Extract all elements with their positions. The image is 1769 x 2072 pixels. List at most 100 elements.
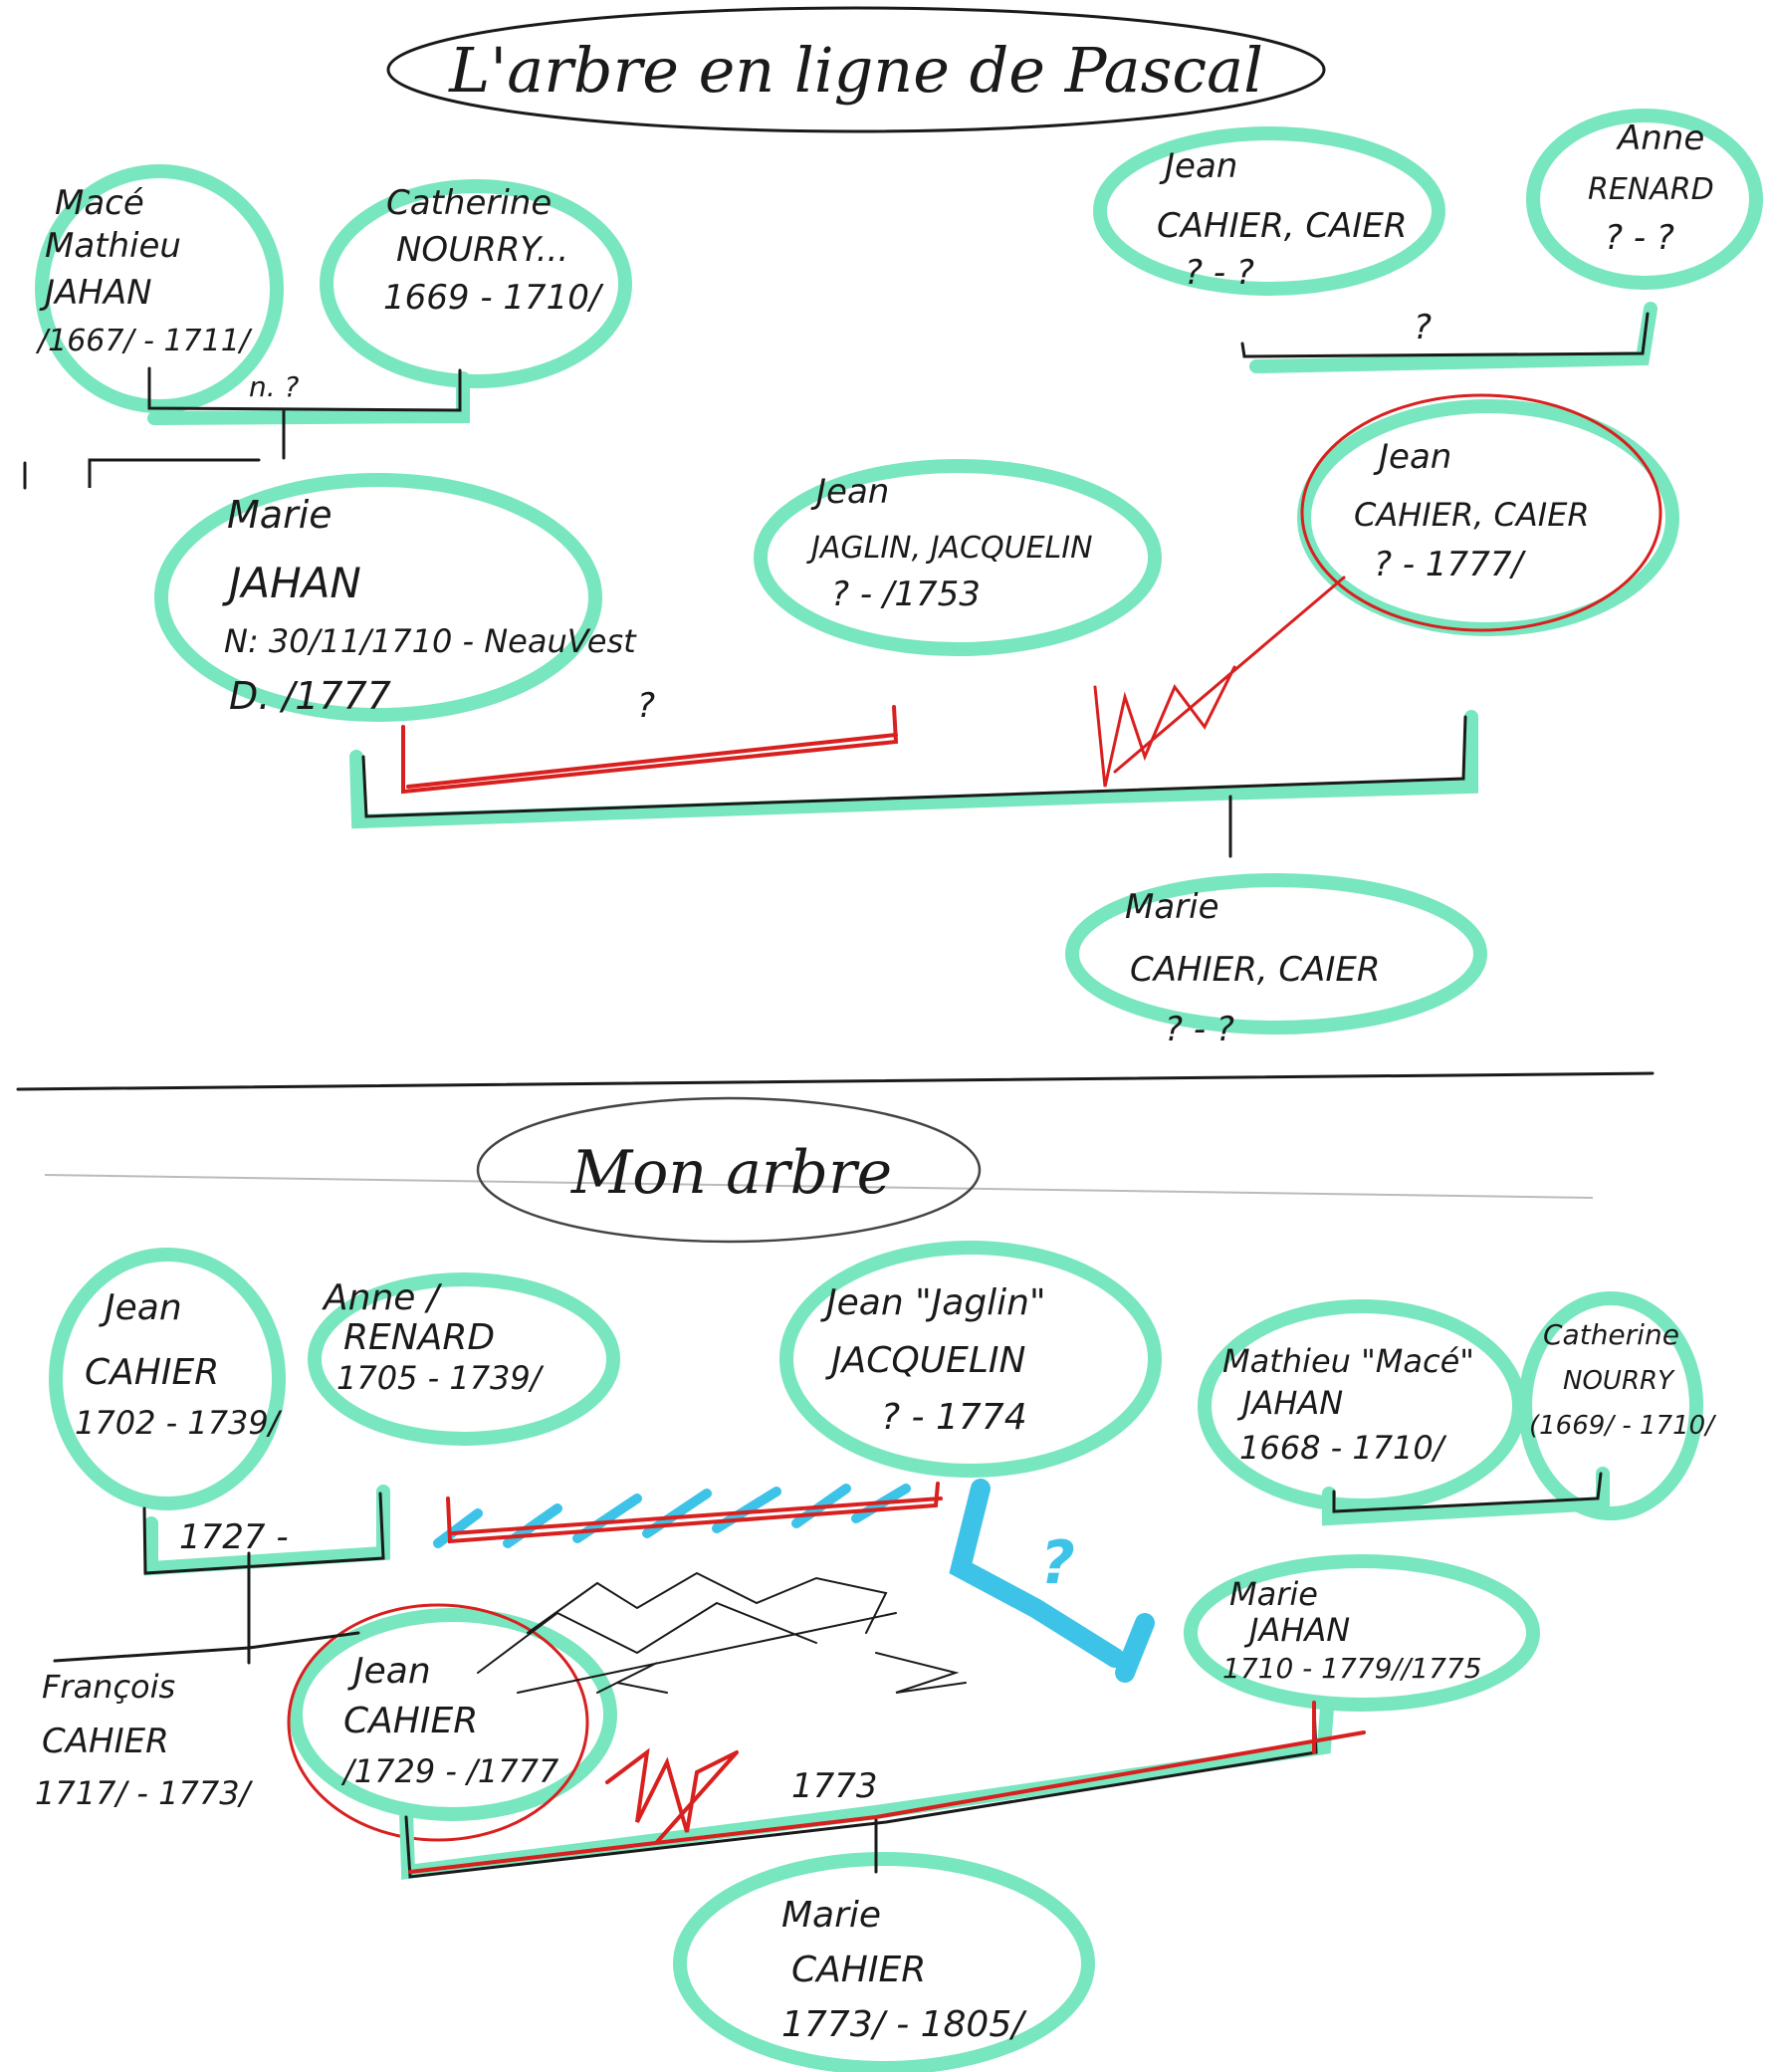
- person-line: 1702 - 1739/: [75, 1404, 283, 1442]
- node-jean-jacquelin: [779, 1241, 1162, 1478]
- section-divider: [16, 1071, 1655, 1091]
- node-marie-cahier-1773: [673, 1852, 1095, 2072]
- union-line-jahan-nourry: [1332, 1472, 1603, 1513]
- red-arrow: [1093, 576, 1346, 788]
- union-bracket-marie-jean: [349, 710, 1478, 829]
- person-line: Macé: [55, 183, 144, 223]
- node-catherine-nourry-1669: [1518, 1291, 1703, 1520]
- union-bracket-jahan-nourry: [147, 371, 470, 425]
- node-jean-cahier-red-ring: [1300, 393, 1662, 632]
- union-label: n. ?: [249, 370, 300, 403]
- person-line: ? - /1753: [831, 575, 981, 614]
- person-line: Catherine: [386, 183, 552, 223]
- person-line: D. /1777: [229, 674, 391, 718]
- person-line: JAHAN: [1236, 1384, 1343, 1422]
- person-line: JAGLIN, JACQUELIN: [806, 531, 1093, 566]
- side-branch: [23, 458, 261, 490]
- person-line: JAHAN: [39, 273, 152, 313]
- person-line: ? - 1774: [881, 1397, 1027, 1438]
- person-line: CAHIER: [42, 1722, 169, 1761]
- union-label: ?: [1414, 308, 1432, 347]
- union-line-jahan-nourry: [147, 366, 462, 460]
- person-line: Jean: [99, 1287, 182, 1328]
- person-line: ? - ?: [1605, 218, 1674, 258]
- red-struck-union: [446, 1482, 943, 1544]
- node-marie-jahan-1710: [1184, 1554, 1540, 1712]
- person-line: JACQUELIN: [825, 1340, 1025, 1381]
- person-line: Anne: [1616, 118, 1704, 158]
- person-line: François: [42, 1668, 175, 1706]
- question-mark: ?: [1040, 1528, 1075, 1598]
- node-catherine-nourry: [320, 179, 632, 388]
- person-line: CAHIER, CAIER: [1354, 496, 1590, 534]
- node-marie-cahier: [1065, 873, 1487, 1035]
- person-line: N: 30/11/1710 - NeauVest: [224, 622, 637, 660]
- person-line: CAHIER: [85, 1352, 219, 1393]
- blue-arrow: [949, 1479, 1155, 1683]
- node-jean-cahier-1729-red-ring: [287, 1603, 589, 1842]
- person-line: ? - 1777/: [1374, 545, 1526, 584]
- person-line: (1669/ - 1710/: [1529, 1411, 1717, 1441]
- person-line: Marie: [227, 493, 332, 537]
- francois-branch: [53, 1631, 360, 1663]
- person-line: Mathieu "Macé": [1222, 1342, 1474, 1380]
- person-line: /1729 - /1777: [340, 1752, 559, 1790]
- person-line: ? - ?: [1185, 253, 1254, 293]
- person-line: Marie: [1125, 887, 1219, 927]
- title-oval: [386, 6, 1326, 133]
- union-line-marie-jean: [361, 715, 1467, 858]
- person-line: Catherine: [1543, 1318, 1679, 1351]
- union-bracket-cahier-renard: [1249, 302, 1658, 373]
- union-bracket-jahan-nourry: [1322, 1467, 1610, 1526]
- person-line: Jean: [1159, 146, 1237, 186]
- red-correction-bracket: [401, 705, 899, 795]
- person-line: 1705 - 1739/: [336, 1359, 545, 1397]
- person-line: NOURRY: [1563, 1366, 1675, 1396]
- person-line: JAHAN: [1243, 1611, 1350, 1649]
- person-line: Marie: [1229, 1575, 1318, 1613]
- person-line: CAHIER: [791, 1950, 926, 1990]
- node-anne-renard-1705: [308, 1272, 620, 1446]
- node-jean-jaglin: [754, 459, 1162, 656]
- person-line: 1717/ - 1773/: [35, 1774, 254, 1812]
- person-line: CAHIER, CAIER: [1130, 950, 1380, 990]
- person-line: Mathieu: [45, 226, 181, 266]
- person-line: NOURRY...: [396, 230, 568, 270]
- scribble-out: [477, 1571, 967, 1694]
- person-line: Anne /: [322, 1277, 443, 1318]
- node-jean-cahier-1729: [289, 1608, 617, 1821]
- person-line: Jean: [810, 472, 889, 512]
- my-tree: Mon arbre Jean CAHIER 1702 - 1739/ Anne …: [35, 1096, 1717, 2072]
- my-tree-title-oval: [476, 1096, 982, 1244]
- person-line: RENARD: [1588, 172, 1714, 207]
- person-line: Jean: [347, 1651, 431, 1692]
- node-jean-cahier-parent: [1093, 126, 1445, 296]
- person-line: 1669 - 1710/: [383, 278, 604, 318]
- person-line: /1667/ - 1711/: [35, 324, 253, 358]
- person-line: 1773/ - 1805/: [781, 2004, 1027, 2045]
- union-label: 1727 -: [179, 1517, 289, 1557]
- online-tree-title: L'arbre en ligne de Pascal: [448, 34, 1263, 107]
- person-line: CAHIER: [343, 1701, 478, 1741]
- person-line: 1668 - 1710/: [1239, 1429, 1447, 1467]
- node-marie-jahan: [154, 473, 602, 722]
- union-label: 1773: [791, 1766, 878, 1806]
- person-line: 1710 - 1779//1775: [1222, 1652, 1482, 1685]
- person-line: Jean "Jaglin": [820, 1282, 1046, 1323]
- red-scribble: [605, 1747, 739, 1844]
- node-anne-renard: [1526, 109, 1763, 290]
- faint-divider: [44, 1174, 1594, 1199]
- node-mathieu-jahan: [35, 164, 284, 413]
- union-label: ?: [637, 686, 655, 726]
- person-line: JAHAN: [222, 559, 361, 607]
- person-line: CAHIER, CAIER: [1157, 206, 1407, 246]
- my-tree-title: Mon arbre: [570, 1138, 892, 1208]
- red-union-line: [408, 1701, 1366, 1874]
- online-tree: L'arbre en ligne de Pascal Macé Mathieu …: [16, 6, 1763, 1199]
- union-line-cahier-renard: [1240, 312, 1650, 358]
- union-bracket-cahier-renard: [144, 1485, 390, 1576]
- union-line-cahier-renard: [142, 1492, 385, 1665]
- person-line: RENARD: [343, 1317, 495, 1358]
- person-line: Marie: [781, 1895, 881, 1936]
